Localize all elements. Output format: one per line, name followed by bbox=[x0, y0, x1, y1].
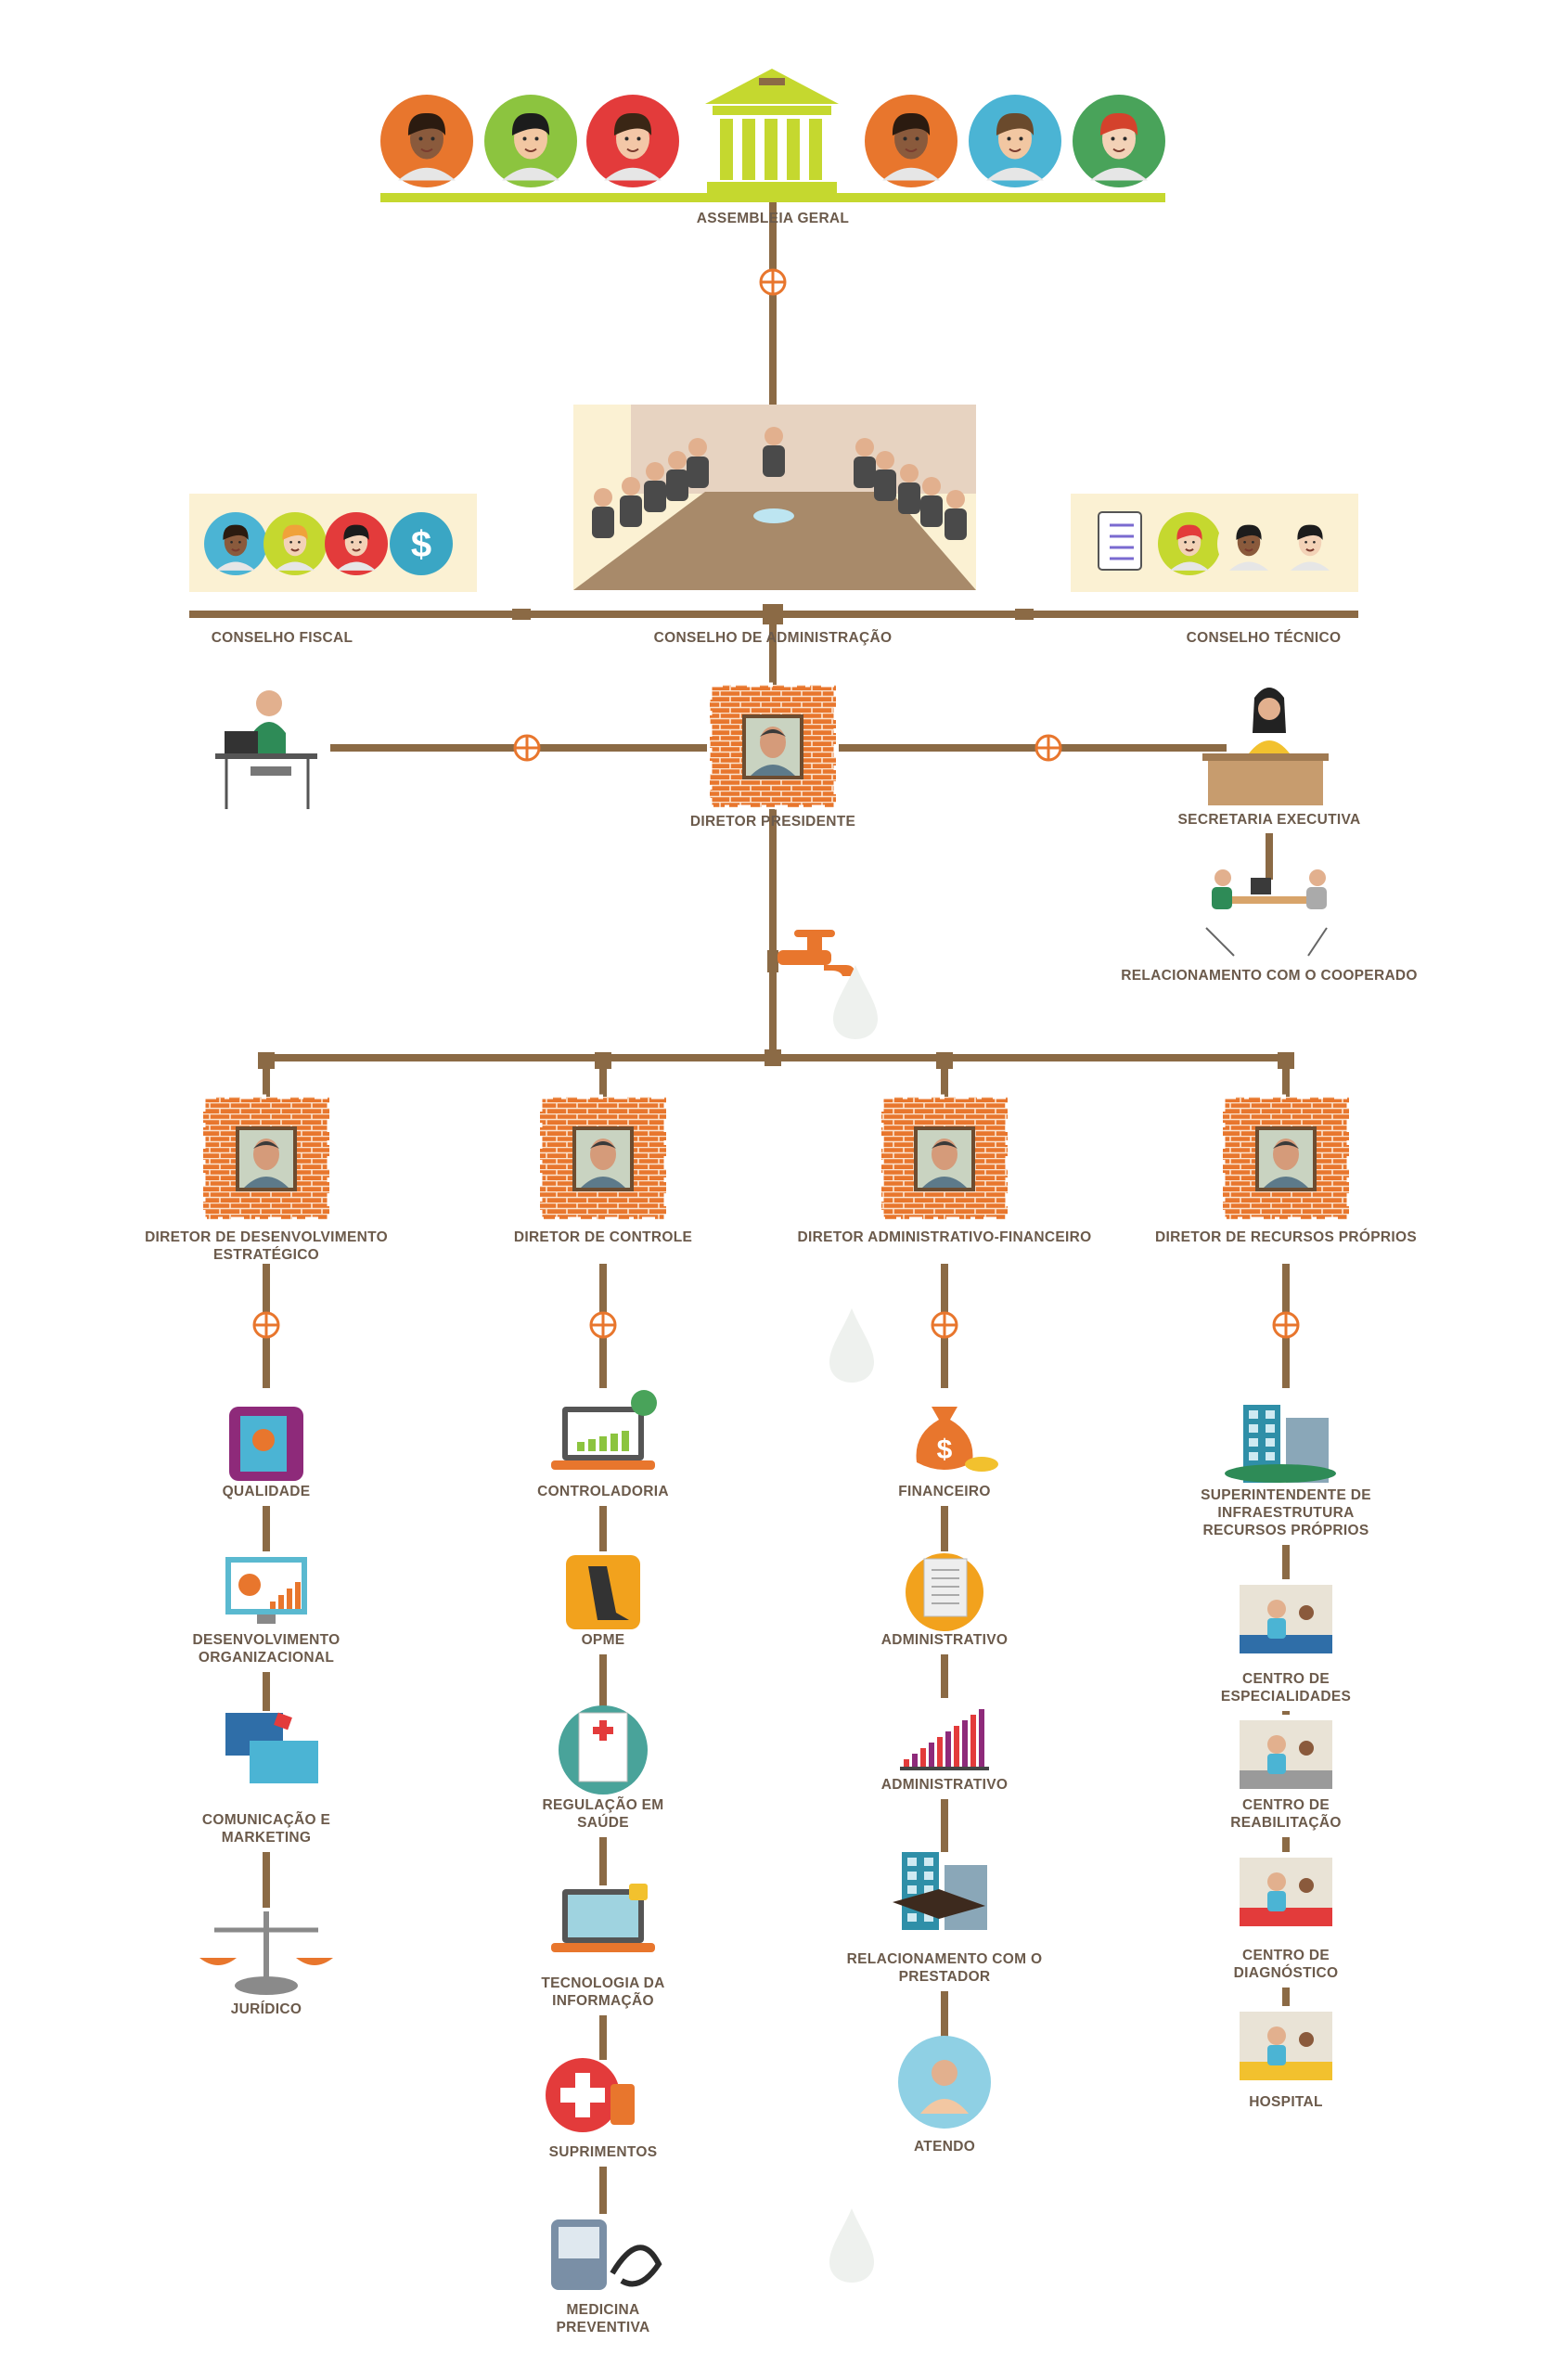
assembly-bar bbox=[380, 193, 1165, 202]
director-photo-frame bbox=[879, 1094, 1010, 1222]
medical-cross-icon bbox=[546, 2058, 635, 2132]
node-label: CENTRO DE REABILITAÇÃO bbox=[1230, 1797, 1342, 1831]
handshake-icon bbox=[893, 1852, 987, 1930]
meeting-table-icon bbox=[573, 405, 976, 590]
valve-icon bbox=[931, 1311, 958, 1339]
director-photo-frame bbox=[1220, 1094, 1352, 1222]
pipe-joint bbox=[512, 609, 531, 620]
node-label: MEDICINA PREVENTIVA bbox=[556, 2302, 650, 2335]
document-pen-icon bbox=[906, 1553, 983, 1631]
pipe-joint bbox=[765, 1049, 781, 1066]
valve-icon bbox=[513, 734, 541, 762]
director-photo-frame bbox=[200, 1094, 332, 1222]
valve-icon bbox=[1035, 734, 1062, 762]
money-bag-icon: $ bbox=[916, 1407, 998, 1472]
desk-worker-icon bbox=[215, 690, 317, 809]
person-avatar-icon bbox=[969, 95, 1061, 187]
pipe-joint bbox=[258, 1052, 275, 1069]
pipe-joint bbox=[595, 1052, 611, 1069]
node-label: SUPRIMENTOS bbox=[548, 2144, 658, 2160]
patient-care-icon bbox=[898, 2036, 991, 2129]
node-label: RELACIONAMENTO COM O PRESTADOR bbox=[846, 1951, 1043, 1985]
clinic-icon bbox=[1240, 1585, 1332, 1653]
laptop-chart-icon bbox=[551, 1390, 657, 1470]
node-label: TECNOLOGIA DA INFORMAÇÃO bbox=[541, 1975, 665, 2009]
person-avatar-icon bbox=[1158, 512, 1221, 575]
node-label: JURÍDICO bbox=[230, 2001, 302, 2017]
bar-chart-icon bbox=[900, 1709, 989, 1770]
blood-pressure-icon bbox=[551, 2219, 662, 2290]
buildings-icon bbox=[1225, 1405, 1336, 1483]
node-label: DIRETOR PRESIDENTE bbox=[689, 814, 856, 830]
faucet-icon bbox=[778, 930, 855, 976]
director-photo-frame bbox=[537, 1094, 669, 1222]
node-label: CENTRO DE DIAGNÓSTICO bbox=[1233, 1948, 1339, 1981]
person-avatar-icon bbox=[586, 95, 679, 187]
certificate-tablet-icon bbox=[229, 1407, 303, 1481]
pipe-joint bbox=[1278, 1052, 1294, 1069]
rehab-icon bbox=[1240, 1720, 1332, 1789]
receptionist-icon bbox=[1202, 688, 1329, 805]
node-label: COMUNICAÇÃO E MARKETING bbox=[201, 1812, 331, 1846]
node-label: CENTRO DE ESPECIALIDADES bbox=[1220, 1671, 1352, 1705]
person-avatar-icon bbox=[865, 95, 957, 187]
water-drop-icon bbox=[829, 1308, 874, 1383]
dollar-icon: $ bbox=[390, 512, 453, 575]
courthouse-icon bbox=[705, 69, 839, 193]
node-label: FINANCEIRO bbox=[898, 1484, 991, 1499]
svg-text:$: $ bbox=[411, 524, 431, 565]
person-avatar-icon bbox=[263, 512, 327, 575]
node-label: ADMINISTRATIVO bbox=[880, 1777, 1009, 1793]
person-avatar-icon bbox=[325, 512, 388, 575]
node-label: CONSELHO FISCAL bbox=[211, 630, 353, 646]
pipe-joint bbox=[1015, 609, 1034, 620]
svg-text:$: $ bbox=[937, 1434, 953, 1465]
person-avatar-icon bbox=[204, 512, 267, 575]
water-drop-icon bbox=[829, 2208, 874, 2283]
person-avatar-icon bbox=[484, 95, 577, 187]
pipe-joint bbox=[763, 604, 783, 624]
hospital-icon bbox=[1240, 2012, 1332, 2080]
scales-icon bbox=[199, 1911, 333, 1995]
node-label: SUPERINTENDENTE DE INFRAESTRUTURA RECURS… bbox=[1201, 1487, 1371, 1538]
person-avatar-icon bbox=[1279, 512, 1342, 575]
node-label: HOSPITAL bbox=[1249, 2094, 1323, 2110]
node-label: OPME bbox=[581, 1632, 625, 1648]
node-label: DESENVOLVIMENTO ORGANIZACIONAL bbox=[192, 1632, 341, 1666]
node-label: DIRETOR DE DESENVOLVIMENTO ESTRATÉGICO bbox=[145, 1229, 388, 1263]
node-label: DIRETOR DE CONTROLE bbox=[513, 1229, 693, 1245]
valve-icon bbox=[759, 268, 787, 296]
marketing-boards-icon bbox=[225, 1712, 318, 1783]
node-label: CONSELHO TÉCNICO bbox=[1186, 630, 1342, 646]
node-label: RELACIONAMENTO COM O COOPERADO bbox=[1121, 968, 1418, 984]
node-label: SECRETARIA EXECUTIVA bbox=[1177, 812, 1361, 828]
water-drop-icon bbox=[833, 965, 878, 1039]
meeting-desk-icon bbox=[1205, 869, 1328, 957]
person-avatar-icon bbox=[1217, 512, 1280, 575]
node-label: CONSELHO DE ADMINISTRAÇÃO bbox=[653, 630, 893, 646]
node-label: CONTROLADORIA bbox=[537, 1484, 669, 1499]
diagnostic-icon bbox=[1240, 1858, 1332, 1926]
node-label: QUALIDADE bbox=[222, 1484, 311, 1499]
medical-document-icon bbox=[559, 1705, 648, 1795]
node-label: DIRETOR ADMINISTRATIVO-FINANCEIRO bbox=[797, 1229, 1092, 1245]
node-label: ADMINISTRATIVO bbox=[880, 1632, 1009, 1648]
valve-icon bbox=[252, 1311, 280, 1339]
valve-icon bbox=[1272, 1311, 1300, 1339]
monitor-chart-icon bbox=[225, 1557, 307, 1624]
laptop-lock-icon bbox=[551, 1884, 655, 1952]
person-avatar-icon bbox=[1073, 95, 1165, 187]
pipe-joint bbox=[936, 1052, 953, 1069]
clipboard-icon bbox=[1098, 511, 1142, 571]
prosthesis-icon bbox=[566, 1555, 640, 1629]
node-label: REGULAÇÃO EM SAÚDE bbox=[542, 1797, 664, 1831]
valve-icon bbox=[589, 1311, 617, 1339]
node-label: ATENDO bbox=[913, 2139, 976, 2155]
person-avatar-icon bbox=[380, 95, 473, 187]
node-label: ASSEMBLEIA GERAL bbox=[696, 211, 850, 226]
president-photo-frame bbox=[707, 682, 839, 810]
node-label: DIRETOR DE RECURSOS PRÓPRIOS bbox=[1155, 1229, 1417, 1245]
